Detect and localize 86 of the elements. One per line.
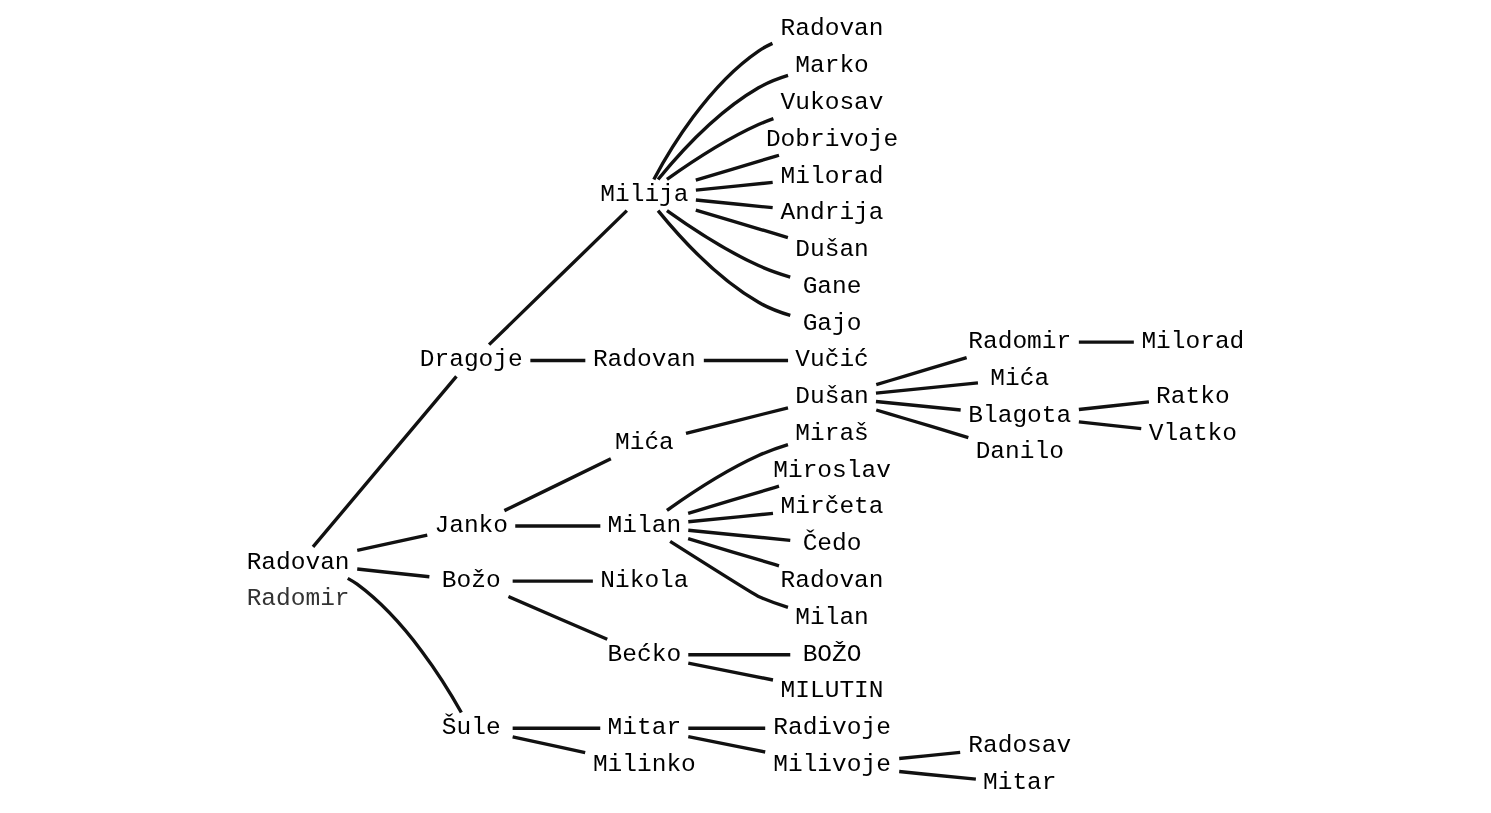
node-text: Radomir: [968, 327, 1072, 355]
label: Radomir: [246, 585, 350, 613]
connector: [656, 73, 789, 181]
connector: [695, 153, 780, 182]
node-text: Radovan: [592, 346, 696, 374]
node-text: Vlatko: [1148, 419, 1237, 447]
node-text: Radosav: [968, 732, 1072, 760]
node-text: Milija: [600, 180, 689, 208]
node-text: Milorad: [780, 162, 884, 190]
node-text: Dobrivoje: [765, 125, 899, 153]
node-text: BOŽO: [802, 640, 862, 668]
node-text: Bećko: [607, 640, 682, 668]
connector: [512, 735, 586, 755]
connector: [695, 198, 773, 210]
connector: [688, 528, 791, 543]
node-text: Miraš: [795, 419, 869, 447]
node-text: Radovan: [780, 15, 884, 43]
node-text: Milivoje: [773, 750, 891, 778]
connector: [656, 209, 791, 317]
connector: [512, 726, 601, 730]
connector: [346, 576, 463, 714]
node-text: MILUTIN: [780, 677, 884, 705]
connector: [665, 443, 789, 512]
connector: [687, 661, 774, 682]
connector: [688, 511, 774, 524]
node-text: Miroslav: [773, 456, 891, 484]
connector: [687, 735, 766, 754]
node-text: Dušan: [795, 236, 869, 264]
node-text: Gane: [802, 272, 862, 300]
node-text: Ratko: [1156, 383, 1230, 411]
connector: [530, 358, 586, 363]
connector: [899, 750, 961, 761]
connector: [669, 539, 789, 609]
connector: [703, 358, 789, 363]
node-text: Vukosav: [780, 88, 884, 116]
connector: [875, 399, 961, 412]
node-text: Radovan: [246, 548, 350, 576]
node-text: Milan: [795, 603, 869, 631]
connector: [685, 406, 789, 435]
connector: [357, 567, 430, 579]
connector: [688, 726, 766, 730]
connector: [507, 595, 608, 641]
node-text: Nikola: [600, 566, 689, 594]
connector: [875, 408, 969, 440]
node-text: Božo: [441, 566, 501, 594]
connector: [875, 381, 979, 395]
node-text: Andrija: [780, 199, 884, 227]
connector: [695, 180, 773, 192]
node-text: Vučić: [795, 346, 869, 374]
connector: [687, 484, 780, 515]
node-text: Mitar: [982, 769, 1057, 797]
connector: [512, 579, 593, 583]
connector: [665, 209, 791, 279]
node-text: Milan: [607, 511, 682, 539]
node-text: Mitar: [607, 714, 682, 742]
connector: [1078, 340, 1134, 344]
node-text: Mića: [990, 364, 1050, 392]
node-text: Dušan: [795, 383, 869, 411]
connector: [311, 375, 458, 548]
connector: [899, 769, 977, 781]
connector: [503, 457, 612, 513]
node-text: Šule: [441, 714, 501, 742]
connector: [687, 537, 780, 568]
node-text: Mića: [614, 429, 674, 457]
connector: [487, 209, 628, 346]
node-text: Janko: [434, 511, 509, 539]
node-text: Dragoje: [419, 346, 523, 374]
connector: [652, 41, 774, 181]
node-text: Mirčeta: [780, 493, 884, 521]
node-text: Gajo: [802, 309, 862, 337]
node-text: Radovan: [780, 566, 884, 594]
connector: [875, 356, 968, 387]
node-text: Radivoje: [773, 714, 891, 742]
connector: [1078, 400, 1150, 412]
node-text: Milinko: [592, 750, 696, 778]
connector: [515, 524, 601, 528]
node-text: Marko: [795, 52, 869, 80]
connector: [695, 208, 789, 240]
node-text: Milorad: [1141, 327, 1245, 355]
connector: [665, 117, 774, 181]
connector: [1078, 420, 1142, 431]
connector: [688, 653, 791, 657]
node-text: Danilo: [975, 438, 1064, 466]
connector: [356, 533, 428, 552]
node-text: Blagota: [968, 401, 1072, 429]
node-text: Čedo: [802, 530, 862, 558]
